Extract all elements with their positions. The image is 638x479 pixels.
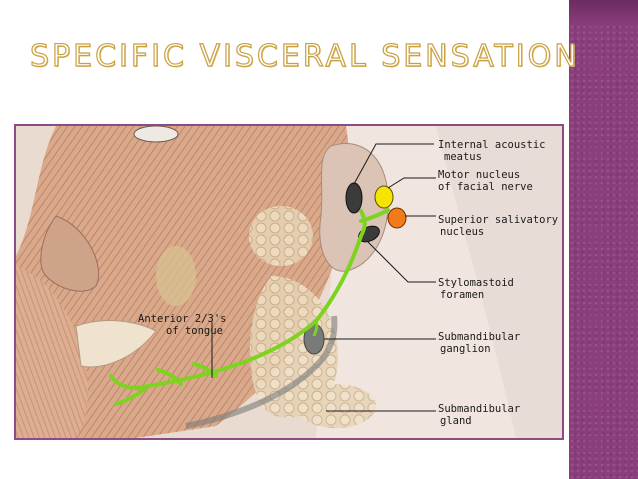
label-internal-acoustic-2: meatus <box>444 151 482 163</box>
decorative-side-bar <box>569 0 638 479</box>
parotid-gland <box>249 206 313 266</box>
superior-salivatory-nucleus <box>387 207 407 229</box>
label-tongue-1: Anterior 2/3's <box>138 313 227 325</box>
eye <box>133 126 179 143</box>
label-stylomastoid-2: foramen <box>440 289 484 301</box>
decorative-side-bar-top <box>569 0 638 26</box>
leader-lines <box>211 143 436 412</box>
label-stylomastoid-1: Stylomastoid <box>438 277 514 289</box>
label-superior-salivatory-2: nucleus <box>440 226 484 238</box>
ganglion-branch <box>312 320 319 337</box>
lip-muscles <box>16 266 88 438</box>
slide-title: SPECIFIC VISCERAL SENSATION <box>29 39 580 74</box>
submandibular-gland <box>296 384 376 428</box>
label-motor-nucleus-2: of facial nerve <box>438 181 533 193</box>
label-submandibular-ganglion-2: ganglion <box>440 343 491 355</box>
nose <box>40 215 100 292</box>
buccal-fat <box>156 246 196 306</box>
internal-acoustic-meatus <box>345 182 363 214</box>
label-motor-nucleus-1: Motor nucleus <box>438 169 520 181</box>
neck-shade <box>436 126 562 438</box>
tongue-nerve-branches <box>109 362 218 406</box>
label-tongue-2: of tongue <box>166 325 223 337</box>
teeth <box>75 320 157 368</box>
label-submandibular-gland-2: gland <box>440 415 472 427</box>
label-submandibular-gland-1: Submandibular <box>438 403 520 415</box>
nerve-pathway <box>134 208 390 390</box>
anatomy-figure: Internal acoustic meatus Motor nucleus o… <box>14 124 564 440</box>
motor-nucleus-facial-nerve <box>374 185 394 209</box>
facial-nerve-diagram: Internal acoustic meatus Motor nucleus o… <box>16 126 562 438</box>
label-superior-salivatory-1: Superior salivatory <box>438 214 558 226</box>
mandible-vessel <box>185 315 338 429</box>
label-submandibular-ganglion-1: Submandibular <box>438 331 520 343</box>
label-internal-acoustic-1: Internal acoustic <box>438 139 545 151</box>
gland-tissue <box>249 276 338 418</box>
